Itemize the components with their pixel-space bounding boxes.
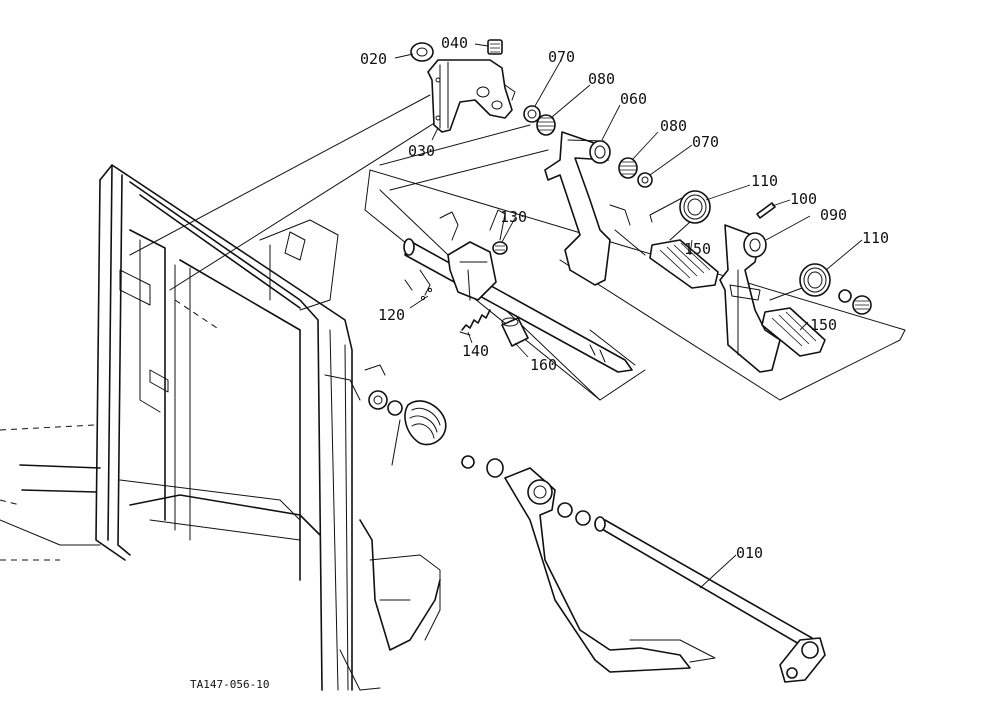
pin-100	[756, 202, 776, 219]
sub-shaft-assembly	[403, 209, 633, 373]
washers-right	[838, 289, 872, 315]
label-070-middle: 070	[692, 133, 719, 151]
pedal-arm-060	[544, 131, 646, 286]
label-150-lower: 150	[810, 316, 837, 334]
main-shaft-components	[368, 390, 716, 673]
label-110-lower: 110	[862, 229, 889, 247]
ring-070-upper	[523, 105, 541, 123]
bearing-080-upper	[536, 114, 556, 136]
label-080-upper: 080	[588, 70, 615, 88]
pedal-arm-090	[719, 224, 781, 373]
cross-shaft-010	[594, 516, 826, 683]
label-020: 020	[360, 50, 387, 68]
grease-nipple-040	[487, 39, 503, 55]
frame-structure	[0, 164, 441, 691]
spring-140	[459, 309, 491, 336]
label-140: 140	[462, 342, 489, 360]
label-010: 010	[736, 544, 763, 562]
spring-110-lower	[769, 263, 831, 301]
bracket-030	[427, 59, 516, 133]
bearing-080-middle	[618, 157, 638, 179]
label-120: 120	[378, 306, 405, 324]
label-100: 100	[790, 190, 817, 208]
label-160: 160	[530, 356, 557, 374]
pedal-pad-150-upper	[649, 239, 719, 289]
label-110-upper: 110	[751, 172, 778, 190]
label-030: 030	[408, 142, 435, 160]
label-150-upper: 150	[684, 240, 711, 258]
label-040: 040	[441, 34, 468, 52]
part-labels: 020 040 030 070 080 060 080 070 110 100 …	[190, 34, 889, 691]
label-090: 090	[820, 206, 847, 224]
drawing-code: TA147-056-10	[190, 678, 269, 691]
ring-070-middle	[637, 172, 653, 188]
pedal-pad-150-lower	[761, 307, 826, 357]
label-080-middle: 080	[660, 117, 687, 135]
washer-020	[410, 42, 434, 62]
label-130: 130	[500, 208, 527, 226]
leader-lines	[394, 43, 863, 589]
spring-110-upper	[649, 190, 711, 241]
nut-130	[492, 241, 508, 255]
label-060: 060	[620, 90, 647, 108]
alignment-lines	[129, 94, 906, 401]
label-070-upper: 070	[548, 48, 575, 66]
bushing-160	[501, 317, 529, 347]
